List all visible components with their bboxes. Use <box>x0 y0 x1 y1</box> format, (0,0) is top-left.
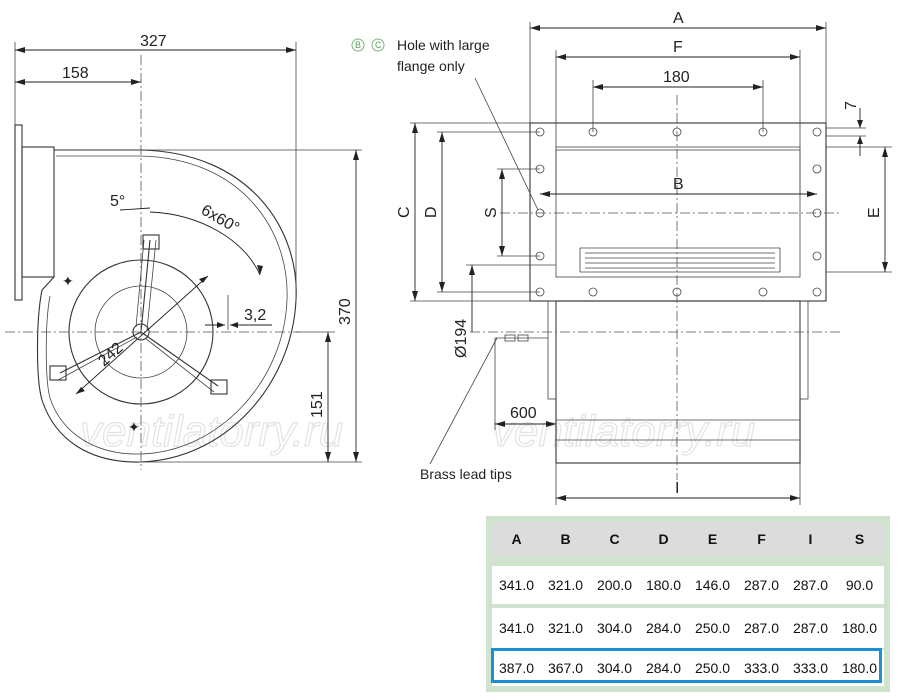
table-cell: 146.0 <box>694 577 731 593</box>
table-cell: 287.0 <box>743 620 780 636</box>
hole-note-line1: Hole with large <box>397 37 490 53</box>
table-cell: 180.0 <box>645 577 682 593</box>
side-view: ✦ ✦ 327 158 370 151 6x60° 5° 3,2 <box>5 33 362 470</box>
header-c: C <box>609 531 620 547</box>
flange-holes <box>535 127 822 297</box>
table-header-row: A B C D E F I S <box>492 522 884 556</box>
badge-c <box>371 38 385 52</box>
front-view: A F 180 B C D S <box>351 10 892 505</box>
table-cell: 287.0 <box>792 577 829 593</box>
header-i: I <box>808 531 813 547</box>
table-cell: 341.0 <box>498 577 535 593</box>
dim-151: 151 <box>309 391 326 418</box>
badge-b <box>351 38 365 52</box>
dimension-table: A B C D E F I S 341.0 321.0 200.0 180.0 … <box>486 516 890 692</box>
dim-370: 370 <box>337 298 354 325</box>
table-cell: 180.0 <box>841 620 878 636</box>
table-row[interactable]: 341.0 321.0 200.0 180.0 146.0 287.0 287.… <box>492 566 884 604</box>
table-row-highlighted[interactable]: 387.0 367.0 304.0 284.0 250.0 333.0 333.… <box>492 650 884 686</box>
scroll-housing <box>36 149 297 463</box>
brass-note: Brass lead tips <box>420 466 512 482</box>
table-cell: 341.0 <box>498 620 535 636</box>
watermark-right: ventilatorry.ru <box>492 407 755 456</box>
table-cell: 333.0 <box>743 660 780 676</box>
table-cell: 304.0 <box>596 620 633 636</box>
flange-block <box>21 146 55 278</box>
svg-text:C: C <box>375 40 382 50</box>
dim-180: 180 <box>663 69 690 86</box>
scroll-housing-inner <box>45 155 288 455</box>
outlet-opening <box>555 146 801 278</box>
strut-edges <box>57 239 215 393</box>
table-cell: 90.0 <box>845 577 874 593</box>
header-a: A <box>511 531 522 547</box>
dim-158: 158 <box>62 65 89 82</box>
dim-I: I <box>675 480 679 497</box>
table-cell: 250.0 <box>694 620 731 636</box>
struts <box>59 239 219 387</box>
dim-B: B <box>673 176 684 193</box>
dim-3-2: 3,2 <box>244 307 266 324</box>
strut-foot-left <box>49 365 67 381</box>
table-cell: 321.0 <box>547 577 584 593</box>
brass-leader <box>429 337 498 465</box>
header-b: B <box>560 531 571 547</box>
table-row[interactable]: 341.0 321.0 304.0 284.0 250.0 287.0 287.… <box>492 608 884 648</box>
dim-5deg: 5° <box>110 193 125 210</box>
table-cell: 180.0 <box>841 660 878 676</box>
table-cell: 333.0 <box>792 660 829 676</box>
dim-A: A <box>673 10 684 27</box>
table-cell: 387.0 <box>498 660 535 676</box>
angle-arc-6x60 <box>149 211 261 276</box>
table-cell: 304.0 <box>596 660 633 676</box>
dim-6x60: 6x60° <box>198 202 242 237</box>
bracket-left <box>547 300 557 400</box>
header-d: D <box>658 531 669 547</box>
dim-7: 7 <box>843 101 860 110</box>
dim-327: 327 <box>140 33 167 50</box>
table-cell: 200.0 <box>596 577 633 593</box>
dim-E: E <box>866 207 883 218</box>
table-cell: 250.0 <box>694 660 731 676</box>
table-cell: 287.0 <box>743 577 780 593</box>
dim-D: D <box>423 206 440 218</box>
bracket-right <box>799 300 809 400</box>
table-cell: 284.0 <box>645 620 682 636</box>
mark-star-1: ✦ <box>62 273 74 289</box>
mark-star-2: ✦ <box>128 419 140 435</box>
header-e: E <box>707 531 718 547</box>
hole-note-line2: flange only <box>397 58 465 74</box>
table-cell: 367.0 <box>547 660 584 676</box>
strut-foot-top <box>142 234 160 250</box>
dim-C: C <box>396 206 413 218</box>
table-cell: 287.0 <box>792 620 829 636</box>
hole-note-leader <box>474 77 539 211</box>
dim-600: 600 <box>510 405 537 422</box>
table-cell: 284.0 <box>645 660 682 676</box>
dim-194: Ø194 <box>453 319 470 358</box>
dim-242: 242 <box>95 339 126 370</box>
dim-S: S <box>483 207 500 218</box>
dim-F: F <box>673 39 683 56</box>
dim-242-line <box>75 275 209 395</box>
strut-foot-right <box>210 379 228 395</box>
mount-plate <box>14 124 23 301</box>
header-s: S <box>854 531 865 547</box>
table-cell: 321.0 <box>547 620 584 636</box>
svg-text:B: B <box>355 40 361 50</box>
impeller-window <box>579 247 781 273</box>
header-f: F <box>757 531 766 547</box>
